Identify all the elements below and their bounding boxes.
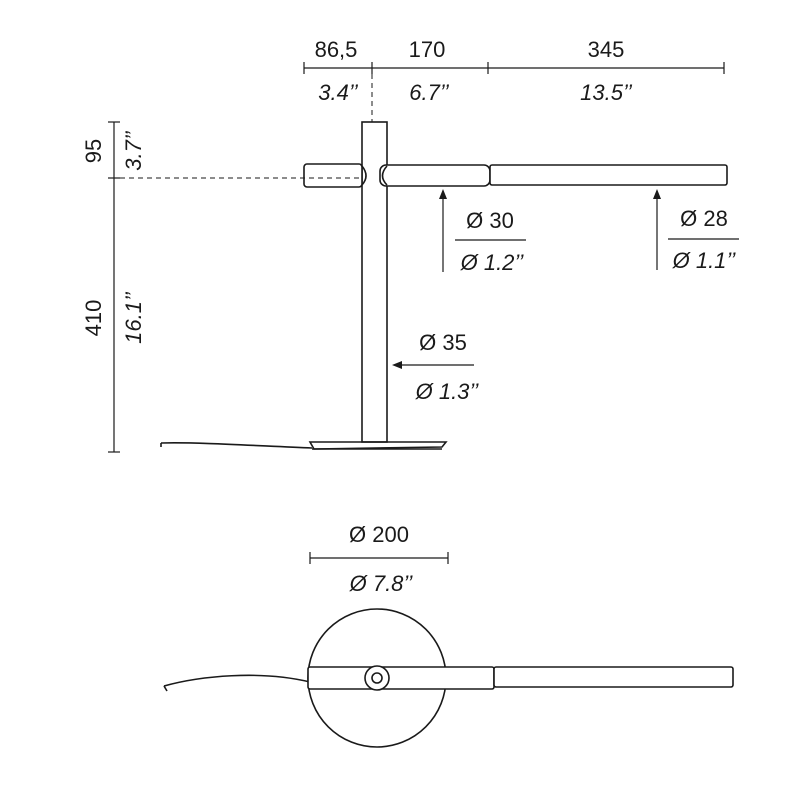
- lamp-arm-top-outer: [493, 666, 734, 688]
- callout-stem: [392, 361, 474, 369]
- lamp-arm-inner: [379, 164, 491, 187]
- dim-top-2-mm: 170: [409, 37, 446, 62]
- dim-arm-outer-in: Ø 1.1’’: [672, 248, 737, 273]
- lamp-arm-top-inner: [307, 666, 495, 690]
- base-dimension-line: [309, 552, 449, 564]
- callout-arm-inner: [439, 189, 526, 272]
- callout-arm-outer: [653, 189, 739, 270]
- dim-vert-1-in: 3.7’’: [121, 130, 146, 171]
- dim-vert-2-in: 16.1’’: [121, 291, 146, 344]
- dim-top-3-mm: 345: [588, 37, 625, 62]
- dim-vert-2-mm: 410: [81, 300, 106, 337]
- dim-base-in: Ø 7.8’’: [349, 571, 414, 596]
- lamp-stem-top-inner: [371, 672, 383, 684]
- top-view: [163, 608, 734, 748]
- lamp-arm-outer: [489, 164, 728, 186]
- joint-right: [381, 165, 388, 186]
- dim-stem-in: Ø 1.3’’: [415, 379, 480, 404]
- top-dimension-line: [303, 62, 725, 122]
- dim-stem-mm: Ø 35: [419, 330, 467, 355]
- dim-arm-inner-mm: Ø 30: [466, 208, 514, 233]
- dim-vert-1-mm: 95: [81, 139, 106, 163]
- vertical-dimension-line: [108, 121, 362, 453]
- side-view: [160, 121, 728, 450]
- dim-arm-outer-mm: Ø 28: [680, 206, 728, 231]
- joint-left: [361, 165, 367, 186]
- dim-top-3-in: 13.5’’: [580, 80, 633, 105]
- dim-arm-inner-in: Ø 1.2’’: [460, 250, 525, 275]
- power-cable-side: [160, 442, 313, 449]
- lamp-arm-short: [303, 163, 363, 188]
- dim-top-1-mm: 86,5: [315, 37, 358, 62]
- dim-base-mm: Ø 200: [349, 522, 409, 547]
- lamp-base-side: [308, 441, 448, 450]
- dim-top-2-in: 6.7’’: [409, 80, 450, 105]
- power-cable-top: [163, 674, 311, 687]
- dim-top-1-in: 3.4’’: [318, 80, 359, 105]
- power-cable-top-end: [163, 685, 168, 692]
